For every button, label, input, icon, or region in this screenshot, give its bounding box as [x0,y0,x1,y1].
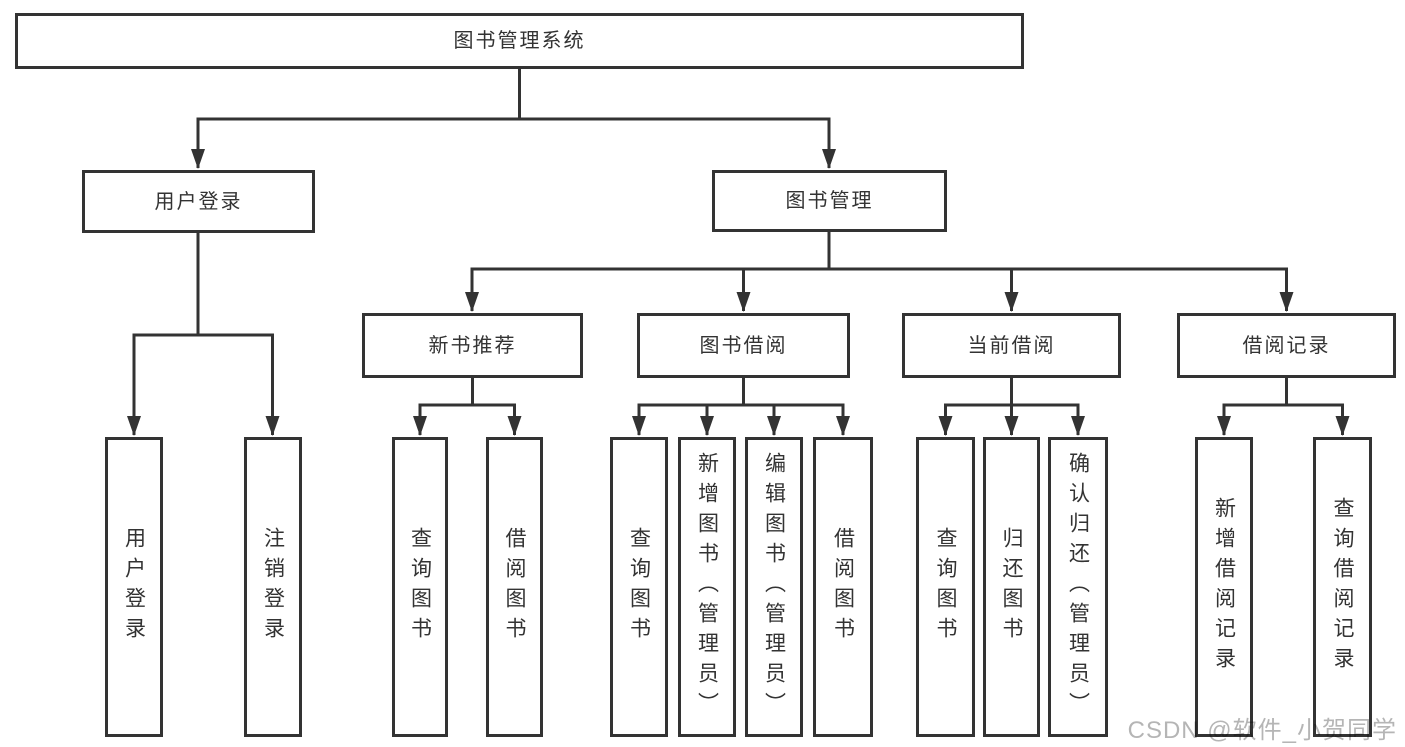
leaf-return-book: 归还图书 [983,437,1040,737]
leaf-logout: 注销登录 [244,437,302,737]
leaf-add-borrow-record: 新增借阅记录 [1195,437,1253,737]
node-borrow-records: 借阅记录 [1177,313,1396,378]
leaf-query-borrow-record: 查询借阅记录 [1313,437,1372,737]
csdn-watermark: CSDN @软件_小贺同学 [1127,717,1397,744]
leaf-borrow-books: 借阅图书 [813,437,873,737]
node-new-book-recommend: 新书推荐 [362,313,583,378]
leaf-query-books-borrow: 查询图书 [610,437,668,737]
node-current-borrow: 当前借阅 [902,313,1121,378]
leaf-confirm-return-admin: 确认归还（管理员） [1048,437,1108,737]
leaf-add-book-admin: 新增图书（管理员） [678,437,736,737]
leaf-query-books-recommend: 查询图书 [392,437,448,737]
node-book-management: 图书管理 [712,170,947,232]
leaf-user-login: 用户登录 [105,437,163,737]
node-book-borrow: 图书借阅 [637,313,850,378]
node-root-library-system: 图书管理系统 [15,13,1024,69]
leaf-query-books-current: 查询图书 [916,437,975,737]
leaf-edit-book-admin: 编辑图书（管理员） [745,437,803,737]
node-user-login: 用户登录 [82,170,315,233]
leaf-borrow-books-recommend: 借阅图书 [486,437,543,737]
